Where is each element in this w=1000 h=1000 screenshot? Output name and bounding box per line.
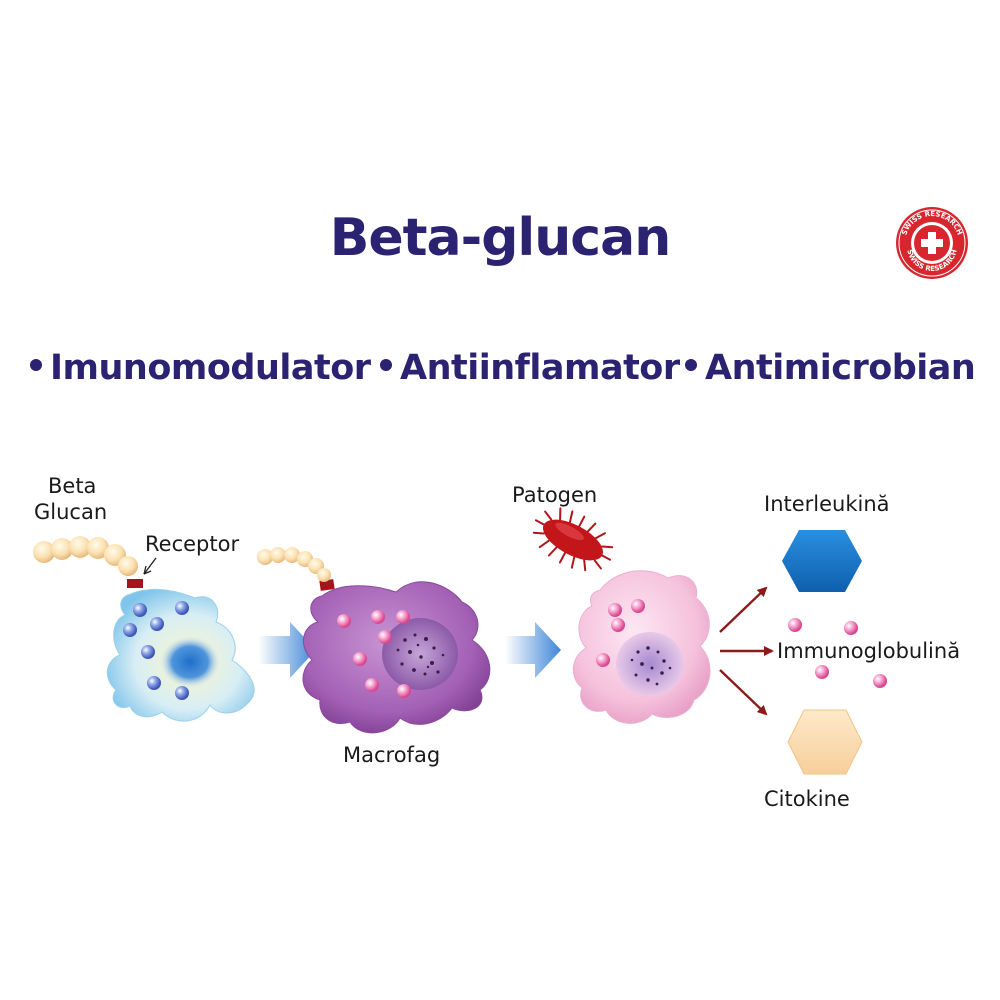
immunoglobulin-molecules <box>788 618 887 688</box>
receptor-label: Receptor <box>145 532 240 556</box>
citokine-hexagon <box>787 709 863 775</box>
bound-beta-glucan-chain <box>257 547 331 582</box>
receptor-pointer <box>143 557 157 575</box>
activated-cell-pink <box>572 570 711 724</box>
property-label: Antiinflamator <box>400 348 680 388</box>
flow-arrow-icon <box>505 622 561 678</box>
macrofag-label: Macrofag <box>343 743 441 767</box>
output-arrow-icon <box>719 669 768 716</box>
interleukina-label: Interleukină <box>764 492 890 516</box>
swiss-research-seal: SWISS RESEARCH SWISS RESEARCH <box>895 206 969 280</box>
patogen-label: Patogen <box>512 483 598 507</box>
bullet-icon <box>685 359 697 371</box>
properties-list: Imunomodulator Antiinflamator Antimicrob… <box>30 348 976 398</box>
beta-glucan-label-line2: Glucan <box>34 500 108 524</box>
property-item: Antiinflamator <box>380 348 680 388</box>
interleukin-hexagon <box>782 530 862 592</box>
bullet-icon <box>380 359 392 371</box>
output-arrow-icon <box>719 586 768 633</box>
property-label: Imunomodulator <box>50 348 371 388</box>
cell-1-blue <box>106 579 255 722</box>
property-label: Antimicrobian <box>705 348 976 388</box>
bullet-icon <box>30 359 42 371</box>
citokine-label: Citokine <box>764 787 850 811</box>
pathogen-icon <box>532 507 614 572</box>
page-title: Beta-glucan <box>329 208 671 268</box>
beta-glucan-label-line1: Beta <box>48 474 97 498</box>
immunoglobulina-label: Immunoglobulină <box>777 639 961 663</box>
property-item: Antimicrobian <box>685 348 976 388</box>
receptor-icon <box>127 579 143 588</box>
macrophage-cell <box>302 579 491 734</box>
property-item: Imunomodulator <box>30 348 371 388</box>
flow-arrow-icon <box>258 622 316 678</box>
beta-glucan-chain <box>33 536 138 576</box>
